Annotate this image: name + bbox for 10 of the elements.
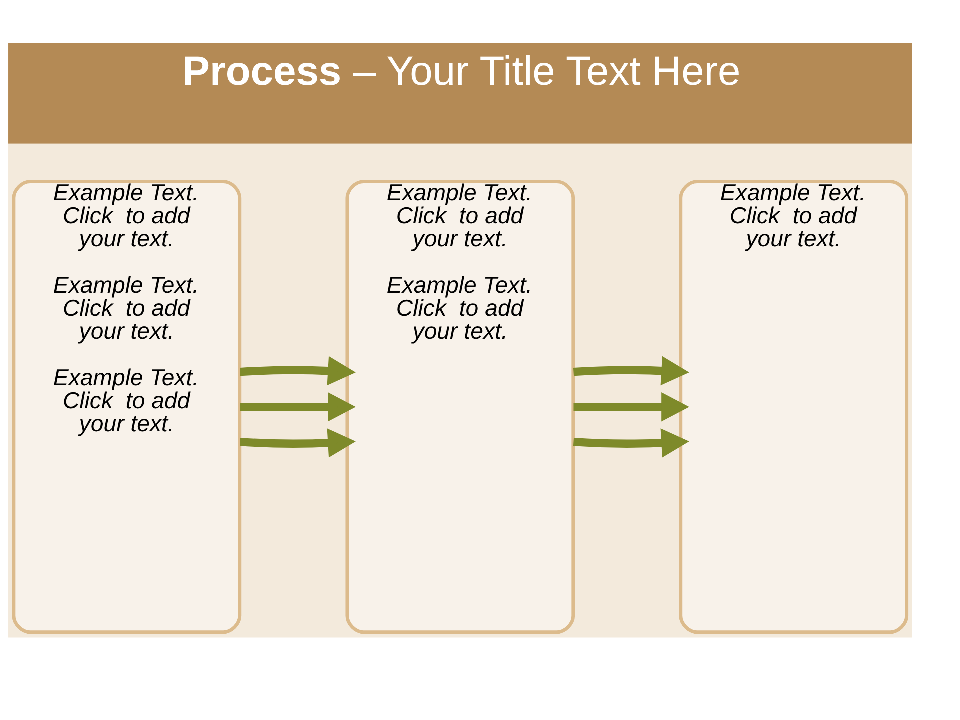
arrow bbox=[574, 428, 690, 458]
node-box: Example Text. Click to add your text. bbox=[679, 180, 909, 634]
arrow bbox=[240, 356, 356, 386]
arrow bbox=[574, 356, 690, 386]
arrow bbox=[574, 392, 690, 422]
node-box: Example Text. Click to add your text. Example Text. Click to add your text. bbox=[346, 180, 576, 634]
diagram-title: Process – Your Title Text Here bbox=[182, 48, 741, 94]
node-box: Example Text. Click to add your text. Example Text. Click to add your text. Example Text. Click to add your text. bbox=[12, 180, 242, 634]
arrow bbox=[240, 428, 356, 458]
arrow bbox=[240, 392, 356, 422]
